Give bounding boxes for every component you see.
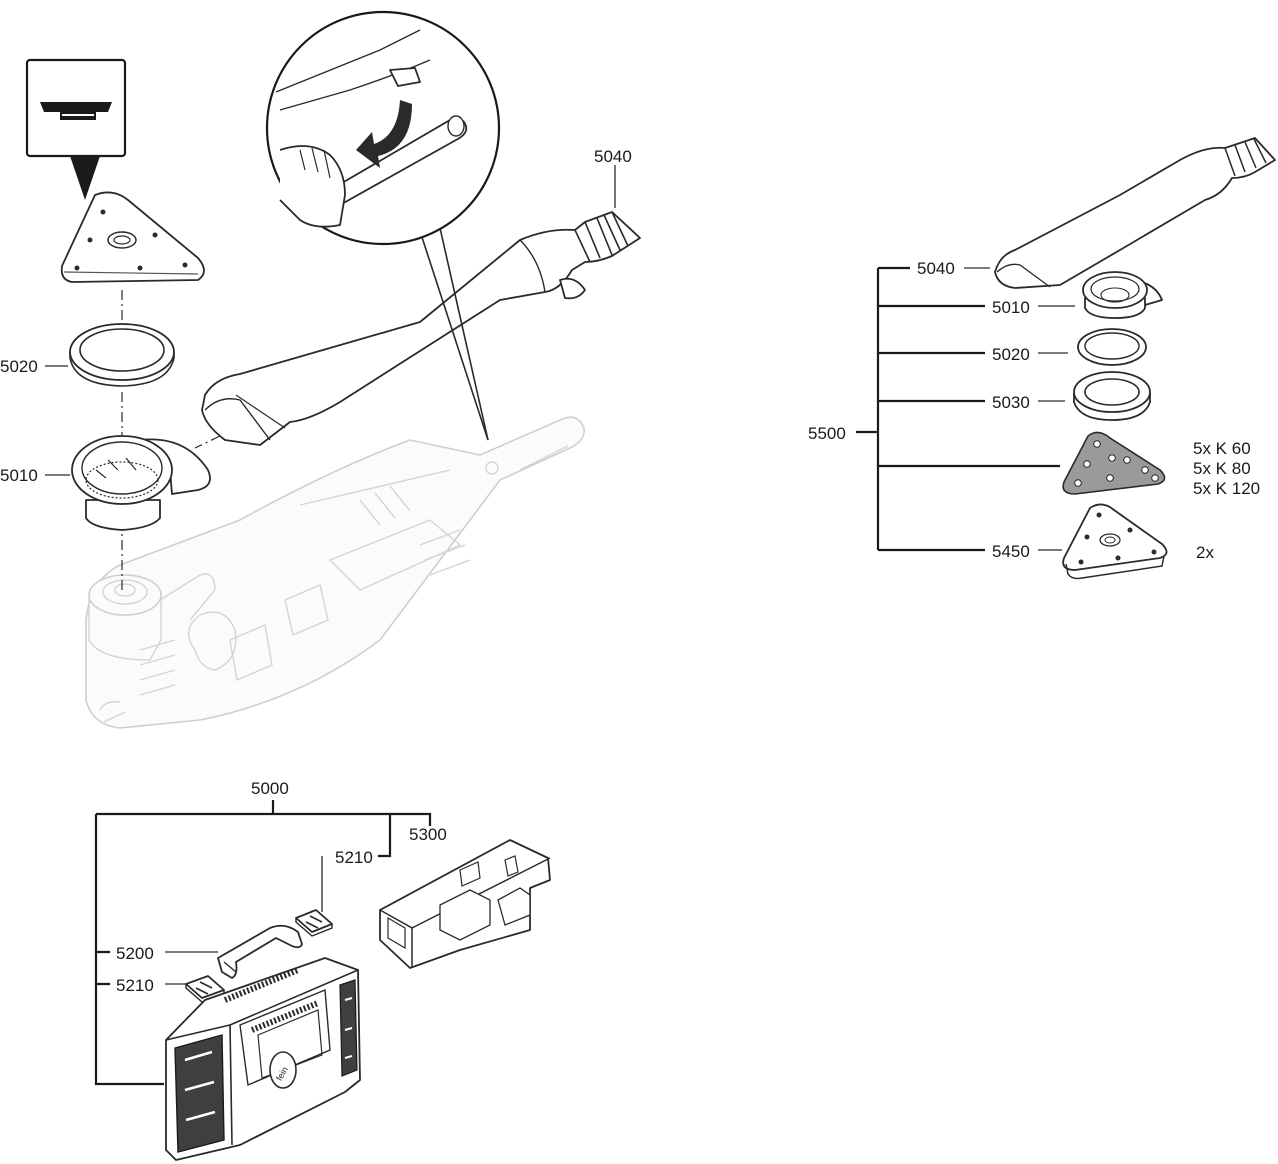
label-kit-hose: 5040 (917, 259, 955, 278)
arrow-icon (356, 100, 412, 168)
label-case-set: 5000 (251, 779, 289, 798)
brand-logo (269, 1051, 297, 1089)
extraction-hose-kit (994, 137, 1276, 289)
label-case-clip-left: 5210 (116, 976, 154, 995)
note-sheets-k80: 5x K 80 (1193, 459, 1251, 478)
label-ring-left: 5020 (0, 357, 38, 376)
latch-clip-top (295, 909, 333, 937)
note-pad-qty: 2x (1196, 543, 1214, 562)
extraction-adapter-kit (1082, 271, 1163, 319)
sanding-pad-left (60, 191, 205, 283)
label-kit-adapter: 5010 (992, 298, 1030, 317)
sanding-pad-kit (1062, 503, 1168, 580)
case-handle-part (217, 924, 303, 979)
label-kit-seal: 5030 (992, 393, 1030, 412)
multitool-body-ghost (85, 416, 586, 729)
label-hose-left: 5040 (594, 147, 632, 166)
label-case-insert: 5300 (409, 825, 447, 844)
label-case-handle: 5200 (116, 944, 154, 963)
label-kit: 5500 (808, 424, 846, 443)
sealing-ring-kit (1077, 328, 1147, 366)
case-set-5000: 5000 5210 5300 5200 5210 (94, 779, 551, 1161)
seal-5030 (1073, 371, 1151, 421)
carrying-case: fein (165, 957, 361, 1161)
zoom-detail-circle (265, 10, 501, 441)
sealing-ring-left (69, 323, 175, 387)
label-kit-ring: 5020 (992, 345, 1030, 364)
note-sheets-k60: 5x K 60 (1193, 439, 1251, 458)
case-insert-tray (379, 839, 551, 969)
profile-detail-inset (25, 58, 127, 200)
label-kit-pad: 5450 (992, 542, 1030, 561)
left-callouts: 5040 5020 5010 (0, 147, 632, 485)
note-sheets-k120: 5x K 120 (1193, 479, 1260, 498)
extraction-hose-left (201, 211, 641, 446)
extraction-adapter-left (71, 435, 211, 531)
label-case-clip-top: 5210 (335, 848, 373, 867)
sanding-sheet-kit (1062, 431, 1166, 495)
label-adapter-left: 5010 (0, 466, 38, 485)
kit-5500: 5500 5040 5010 5020 5030 5450 5x K 60 5x… (808, 137, 1276, 580)
